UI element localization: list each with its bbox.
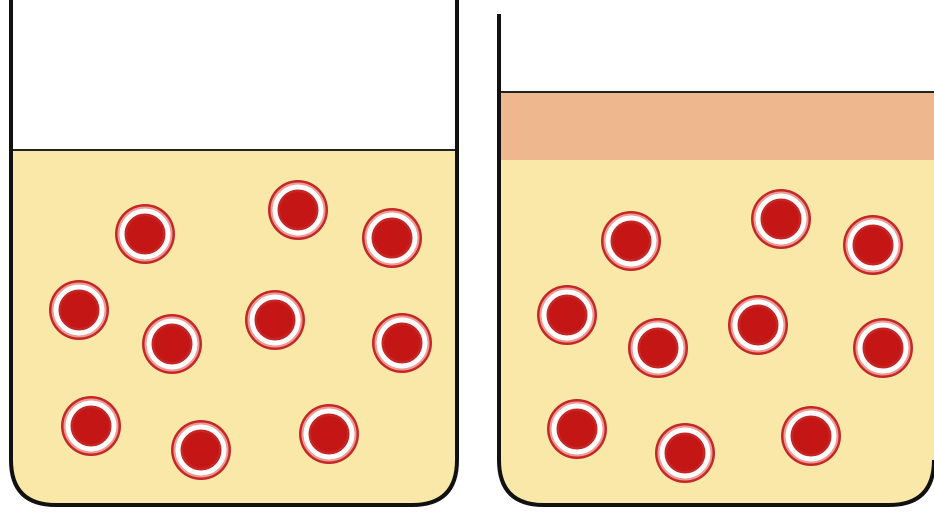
red-blood-cell-core [855, 227, 891, 263]
red-blood-cell-core [667, 435, 703, 471]
red-blood-cell-core [559, 411, 595, 447]
red-blood-cell [61, 396, 121, 456]
red-blood-cell-core [280, 192, 316, 228]
red-blood-cell [245, 290, 305, 350]
red-blood-cell-core [549, 297, 585, 333]
red-blood-cell-core [257, 302, 293, 338]
red-blood-cell [142, 314, 202, 374]
right-beaker-top-layer [499, 92, 934, 160]
red-blood-cell [655, 423, 715, 483]
red-blood-cell-core [793, 418, 829, 454]
red-blood-cell [115, 204, 175, 264]
red-blood-cell [843, 215, 903, 275]
red-blood-cell-core [154, 326, 190, 362]
red-blood-cell [781, 406, 841, 466]
red-blood-cell [372, 313, 432, 373]
red-blood-cell-core [640, 330, 676, 366]
red-blood-cell [728, 295, 788, 355]
red-blood-cell [299, 404, 359, 464]
red-blood-cell-core [183, 432, 219, 468]
red-blood-cell [362, 208, 422, 268]
red-blood-cell-core [613, 223, 649, 259]
red-blood-cell [751, 189, 811, 249]
red-blood-cell-core [374, 220, 410, 256]
red-blood-cell [547, 399, 607, 459]
red-blood-cell-core [311, 416, 347, 452]
red-blood-cell-core [61, 292, 97, 328]
red-blood-cell-core [127, 216, 163, 252]
red-blood-cell-core [384, 325, 420, 361]
right-beaker [499, 14, 934, 505]
red-blood-cell [853, 318, 913, 378]
left-beaker [11, 0, 457, 505]
red-blood-cell [49, 280, 109, 340]
red-blood-cell [268, 180, 328, 240]
red-blood-cell [537, 285, 597, 345]
red-blood-cell [628, 318, 688, 378]
red-blood-cell-core [73, 408, 109, 444]
red-blood-cell [171, 420, 231, 480]
red-blood-cell [601, 211, 661, 271]
red-blood-cell-core [865, 330, 901, 366]
red-blood-cell-core [763, 201, 799, 237]
red-blood-cell-core [740, 307, 776, 343]
